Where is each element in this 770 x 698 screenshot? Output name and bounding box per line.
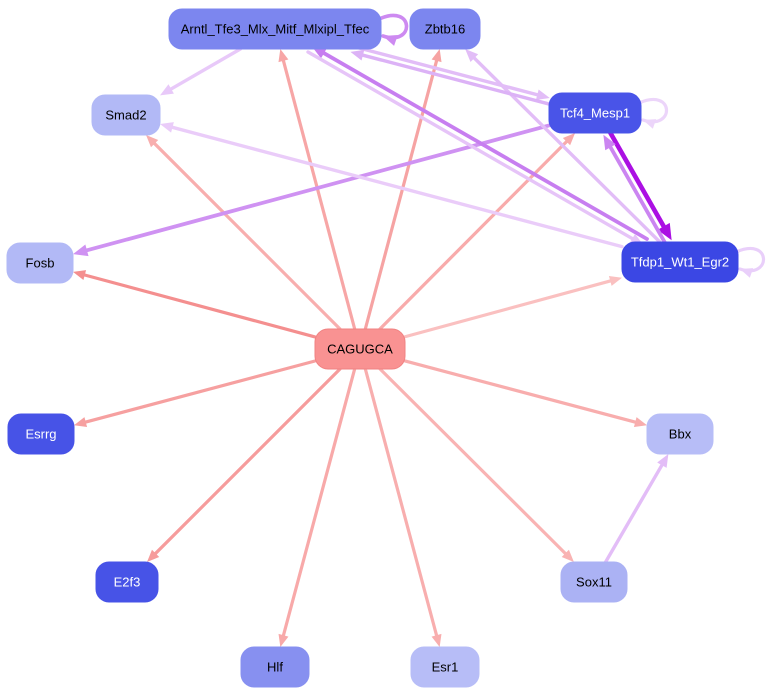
edge-tfdp1-tfdp1 [734,246,766,278]
node-label: Esr1 [432,660,459,675]
edge-cagugca-sox11 [378,367,574,562]
node-box[interactable] [548,92,642,134]
edge-tcf4-fosb [73,123,551,257]
edge-cagugca-arntl [278,49,357,331]
arrowhead-icon [73,244,89,257]
node-e2f3[interactable]: E2f3 [95,561,159,603]
edge-arntl-tcf4 [350,44,550,101]
edge-cagugca-fosb [73,270,317,339]
arrowhead-icon [74,417,88,428]
edge-cagugca-bbx [403,359,647,428]
node-zbtb16[interactable]: Zbtb16 [409,8,481,50]
node-label: Smad2 [105,108,146,123]
node-box[interactable] [168,8,382,50]
node-box[interactable] [240,646,310,688]
arrowhead-icon [608,276,622,286]
arrowhead-icon [465,49,479,62]
edge-cagugca-smad2 [146,135,342,331]
node-box[interactable] [6,242,74,284]
node-box[interactable] [95,561,159,603]
node-smad2[interactable]: Smad2 [91,94,161,136]
node-sox11[interactable]: Sox11 [560,561,628,603]
edge-cagugca-e2f3 [147,367,342,562]
node-label: Fosb [26,256,55,271]
arrowhead-icon [603,134,616,151]
node-label: Arntl_Tfe3_Mlx_Mitf_Mlxipl_Tfec [181,22,370,37]
arrowhead-icon [73,270,87,280]
arrowhead-icon [657,222,672,241]
arrowhead-icon [383,34,398,46]
edge-tfdp1-tcf4 [603,134,668,246]
node-box[interactable] [410,646,480,688]
edge-tcf4-tfdp1 [607,128,672,241]
edge-tcf4-tcf4 [637,97,669,129]
arrowhead-icon [160,84,174,96]
arrowhead-icon [278,49,289,63]
node-label: Sox11 [576,575,612,590]
edge-cagugca-tcf4 [378,133,576,331]
node-label: Zbtb16 [425,22,465,37]
node-box[interactable] [7,413,75,455]
arrowhead-icon [431,633,442,647]
edge-arntl-tfdp1 [306,50,644,246]
edge-cagugca-tfdp1 [403,276,622,339]
arrowhead-icon [562,133,576,146]
edge-sox11-bbx [603,454,669,564]
node-box[interactable] [314,328,406,370]
node-tfdp1[interactable]: Tfdp1_Wt1_Egr2 [621,241,739,283]
edge-tcf4-arntl [350,49,550,106]
node-box[interactable] [621,241,739,283]
node-label: Hlf [267,660,283,675]
edge-cagugca-zbtb16 [363,49,442,331]
arrowhead-icon [350,49,365,61]
node-bbx[interactable]: Bbx [646,413,714,455]
node-tcf4[interactable]: Tcf4_Mesp1 [548,92,642,134]
node-box[interactable] [409,8,481,50]
edges-layer [73,13,766,647]
arrowhead-icon [643,119,657,129]
arrowhead-icon [278,633,289,647]
edge-cagugca-esrrg [74,359,317,428]
node-box[interactable] [560,561,628,603]
node-label: E2f3 [114,575,141,590]
node-box[interactable] [91,94,161,136]
edge-arntl-arntl [377,13,409,46]
arrowhead-icon [535,89,550,101]
node-label: Esrrg [25,427,56,442]
arrowhead-icon [657,454,669,468]
arrowhead-icon [561,549,574,562]
arrowhead-icon [740,268,754,278]
edge-tfdp1-smad2 [160,122,624,249]
edge-arntl-smad2 [160,47,243,96]
edge-cagugca-hlf [278,367,357,647]
arrowhead-icon [633,417,647,428]
node-cagugca[interactable]: CAGUGCA [314,328,406,370]
arrowhead-icon [147,549,160,562]
node-label: CAGUGCA [327,342,393,357]
nodes-layer: Arntl_Tfe3_Mlx_Mitf_Mlxipl_Tfec Zbtb16Sma… [6,8,739,688]
arrowhead-icon [146,135,159,148]
node-fosb[interactable]: Fosb [6,242,74,284]
arrowhead-icon [160,122,174,133]
node-label: Bbx [669,427,692,442]
node-esr1[interactable]: Esr1 [410,646,480,688]
node-box[interactable] [646,413,714,455]
node-esrrg[interactable]: Esrrg [7,413,75,455]
node-arntl[interactable]: Arntl_Tfe3_Mlx_Mitf_Mlxipl_Tfec [168,8,382,50]
node-label: Tcf4_Mesp1 [560,106,630,121]
edge-cagugca-esr1 [363,367,442,647]
arrowhead-icon [431,49,442,63]
node-hlf[interactable]: Hlf [240,646,310,688]
node-label: Tfdp1_Wt1_Egr2 [631,255,729,270]
